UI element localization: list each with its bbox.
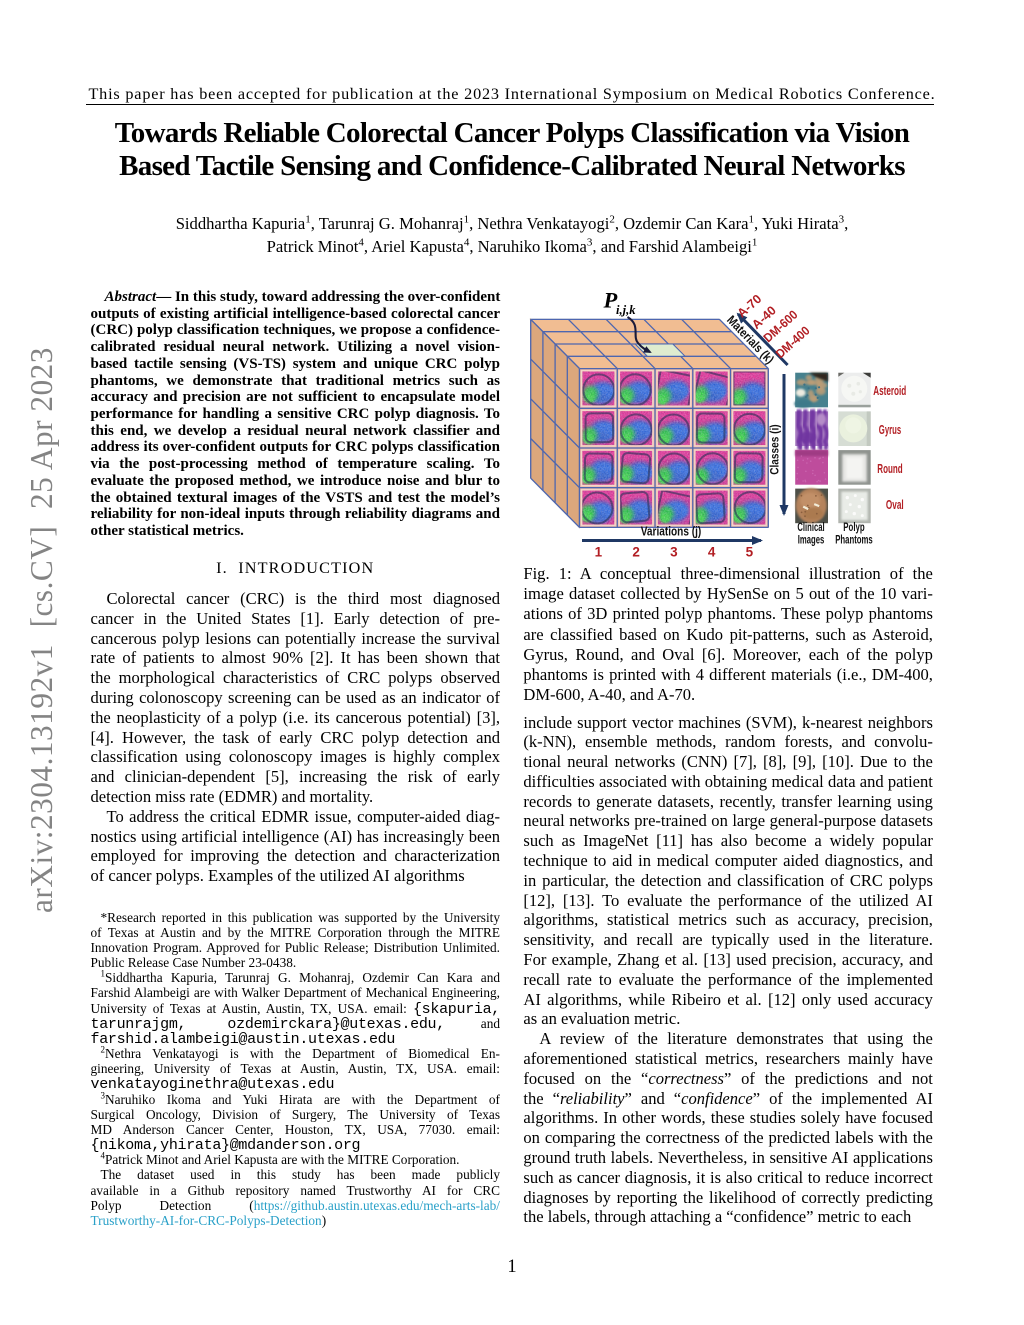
svg-text:i,j,k: i,j,k — [616, 303, 636, 317]
svg-text:Clinical: Clinical — [797, 522, 824, 534]
svg-text:Round: Round — [877, 462, 902, 476]
svg-text:Classes (i): Classes (i) — [770, 424, 782, 475]
svg-text:Variations (j): Variations (j) — [641, 525, 702, 539]
svg-text:Oval: Oval — [886, 498, 904, 512]
svg-text:2: 2 — [632, 545, 640, 560]
svg-text:P: P — [603, 288, 618, 313]
svg-text:3: 3 — [670, 545, 678, 560]
svg-text:4: 4 — [708, 545, 716, 560]
svg-text:Gyrus: Gyrus — [879, 423, 901, 437]
svg-text:Polyp: Polyp — [843, 522, 864, 534]
svg-text:Asteroid: Asteroid — [873, 384, 906, 398]
svg-text:1: 1 — [595, 545, 603, 560]
svg-text:Images: Images — [798, 535, 825, 547]
svg-text:Phantoms: Phantoms — [835, 535, 873, 547]
svg-text:5: 5 — [746, 545, 754, 560]
